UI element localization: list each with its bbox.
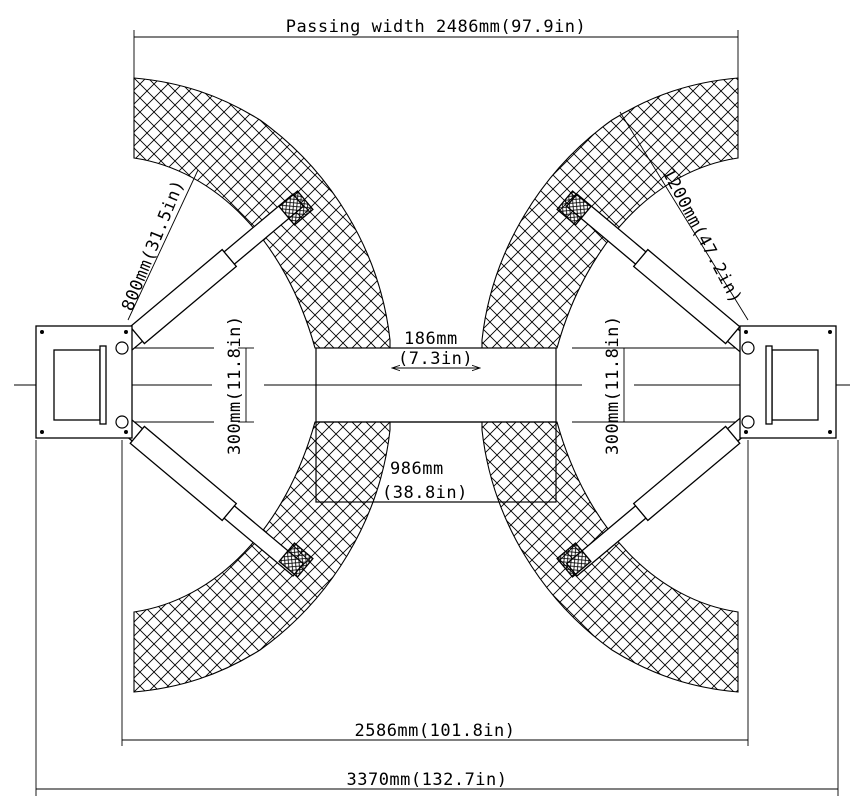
lift-arms [115, 190, 755, 578]
passing-width-label: Passing width 2486mm(97.9in) [286, 17, 587, 37]
column-base-right [739, 325, 837, 439]
overall-width-label: 3370mm(132.7in) [346, 770, 507, 790]
center-gap-mm-label: 186mm [404, 329, 458, 349]
dimension-lines [14, 30, 850, 796]
arm-span-label: 2586mm(101.8in) [354, 721, 515, 741]
center-gap-in-label: (7.3in) [398, 349, 473, 369]
arm-swing-areas [133, 77, 739, 693]
column-base-left [35, 325, 133, 439]
column-spacing-right-label: 300mm(11.8in) [603, 315, 623, 455]
plate-length-in-label: (38.8in) [382, 483, 468, 503]
plate-length-mm-label: 986mm [390, 459, 444, 479]
column-spacing-left-label: 300mm(11.8in) [225, 315, 245, 455]
